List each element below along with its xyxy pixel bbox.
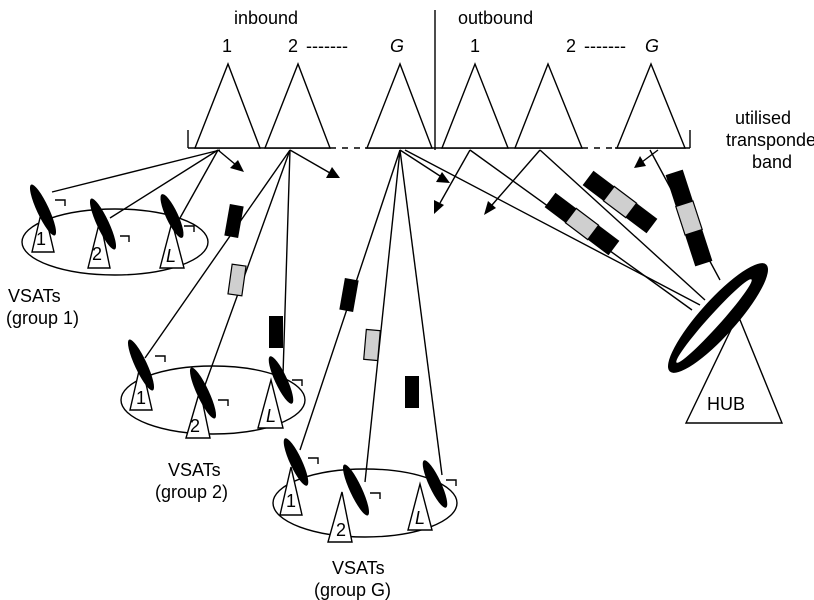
outbound-carrier-1 [440,62,510,149]
vsat-label: 1 [286,491,296,511]
vsat-group-1: 1 2 L [21,184,209,276]
vsat-G-L: L [407,460,457,531]
vsat-label: 2 [336,520,346,540]
vsat-2-L: L [257,356,303,429]
packets-group-2 [224,204,283,348]
group-G-boundary [272,468,458,538]
inbound-carrier-1-label: 1 [222,36,232,56]
inbound-carrier-G-label: G [390,36,404,56]
inbound-carrier-2 [263,62,332,149]
packets-outbound [544,169,713,267]
group-2-title: VSATs [168,460,221,480]
group-1-subtitle: (group 1) [6,308,79,328]
vsat-1-L: L [159,194,195,269]
group-1-boundary [21,208,209,276]
vsat-label: L [415,508,425,528]
hub-base [684,313,784,424]
vsat-label: 2 [92,244,102,264]
group-2-links [144,149,291,386]
outbound-carrier-G [615,62,687,149]
vsat-label: 1 [36,229,46,249]
outbound-carrier-1-label: 1 [470,36,480,56]
inbound-carrier-2-label: 2 [288,36,298,56]
vsat-label: 2 [190,416,200,436]
hub-station: HUB [668,263,784,424]
vsat-label: L [266,406,276,426]
vsat-G-2: 2 [327,464,381,543]
vsat-label: L [166,246,176,266]
vsat-2-1: 1 [127,339,166,411]
group-G-links [299,149,443,483]
vsat-G-1: 1 [279,438,319,516]
group-2-subtitle: (group 2) [155,482,228,502]
group-G-subtitle: (group G) [314,580,391,600]
vsat-1-1: 1 [29,184,66,253]
outbound-ellipsis: ------- [584,36,626,56]
inbound-carrier-1 [193,62,262,149]
outbound-carrier-2-label: 2 [566,36,576,56]
vsat-group-2: 1 2 L [120,339,306,439]
vsat-label: 1 [136,388,146,408]
group-2-boundary [120,365,306,435]
band-label-line-2: transponder [726,130,814,150]
group-1-title: VSATs [8,286,61,306]
downlink-arrows [217,149,659,215]
group-1-links [51,149,221,219]
inbound-label: inbound [234,8,298,28]
group-G-title: VSATs [332,558,385,578]
hub-label: HUB [707,394,745,414]
vsat-1-2: 2 [87,198,130,269]
vsat-group-G: 1 2 L [272,438,458,543]
outbound-carrier-2 [513,62,584,149]
outbound-carrier-G-label: G [645,36,659,56]
vsat-2-2: 2 [185,367,229,439]
packets-group-G [339,278,419,408]
inbound-ellipsis: ------- [306,36,348,56]
band-label-line-1: utilised [735,108,791,128]
transponder-band-baseline [187,130,691,149]
inbound-carrier-G [365,62,434,149]
band-label-line-3: band [752,152,792,172]
outbound-label: outbound [458,8,533,28]
